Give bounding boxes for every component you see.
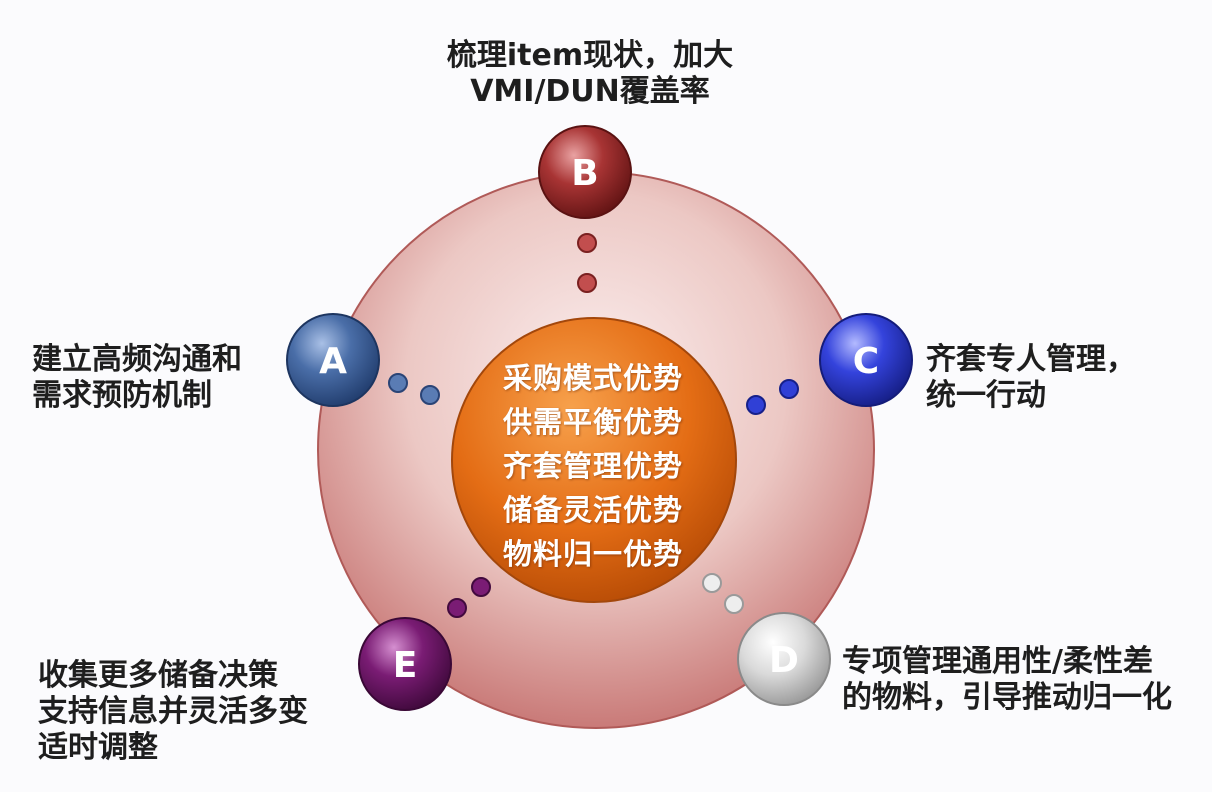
node-a: A [286,313,380,407]
label-c-line-1: 齐套专人管理， [926,342,1136,377]
node-c-letter: C [853,341,879,382]
connector-dots-a [388,373,440,405]
node-c: C [819,313,913,407]
label-e-line-2: 支持信息并灵活多变 [38,694,308,729]
label-b-line-1: 梳理item现状，加大 [446,38,734,73]
node-a-letter: A [319,341,347,382]
label-a: 建立高频沟通和 需求预防机制 [32,342,242,414]
label-a-line-1: 建立高频沟通和 [32,342,242,377]
label-b-line-2: VMI/DUN覆盖率 [470,74,710,109]
center-line-3: 齐套管理优势 [502,449,683,483]
node-b: B [538,125,632,219]
label-e: 收集更多储备决策 支持信息并灵活多变 适时调整 [38,658,308,766]
center-line-5: 物料归一优势 [502,537,683,571]
connector-dots-d [702,573,744,614]
node-e-letter: E [393,645,418,686]
node-d: D [737,612,831,706]
center-line-2: 供需平衡优势 [502,405,683,439]
label-e-line-3: 适时调整 [38,730,158,765]
label-b: 梳理item现状，加大 VMI/DUN覆盖率 [440,38,740,110]
center-line-1: 采购模式优势 [502,361,683,395]
label-d-line-2: 的物料，引导推动归一化 [842,680,1172,715]
center-circle [451,317,737,603]
node-b-letter: B [571,153,598,194]
connector-dots-c [746,379,799,415]
node-d-letter: D [769,640,799,681]
label-e-line-1: 收集更多储备决策 [38,658,278,693]
connector-dots-b [577,233,597,293]
connector-dots-e [447,577,491,618]
label-d-line-1: 专项管理通用性/柔性差 [842,644,1153,679]
label-d: 专项管理通用性/柔性差 的物料，引导推动归一化 [842,644,1172,716]
node-e: E [358,617,452,711]
center-line-4: 储备灵活优势 [502,493,683,527]
center-advantages: 采购模式优势 供需平衡优势 齐套管理优势 储备灵活优势 物料归一优势 [458,356,728,576]
label-a-line-2: 需求预防机制 [32,378,212,413]
label-c: 齐套专人管理， 统一行动 [926,342,1136,414]
label-c-line-2: 统一行动 [926,378,1046,413]
